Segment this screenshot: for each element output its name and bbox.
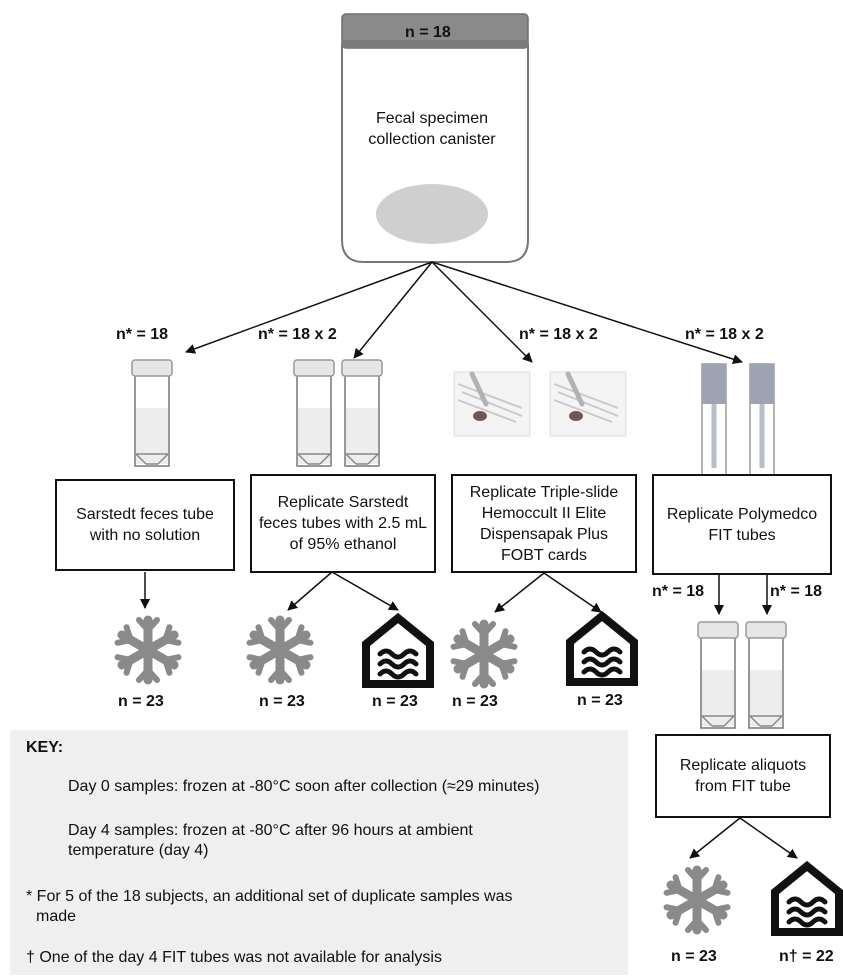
canister-branch-arrows [185, 261, 743, 364]
outcome-count: n = 23 [577, 692, 623, 709]
canister-label: Fecal specimen collection canister [368, 110, 496, 148]
fit-tubes-box: Replicate Polymedco FIT tubes [652, 474, 832, 575]
sarstedt-tube-illustration [131, 359, 173, 467]
sarstedt-ethanol-box: Replicate Sarstedt feces tubes with 2.5 … [250, 474, 436, 573]
sarstedt-no-solution-box: Sarstedt feces tube with no solution [55, 479, 235, 571]
fit-sub-count-right: n* = 18 [770, 583, 823, 600]
fobt-cards-box: Replicate Triple-slide Hemoccult II Elit… [451, 474, 637, 573]
snowflake-icon [667, 870, 728, 930]
aliquot-tubes-illustration [697, 621, 787, 729]
specimen-sample [376, 184, 488, 244]
outcome-count: n = 23 [118, 693, 164, 710]
house-waves-icon [570, 616, 634, 682]
key-title: KEY: [26, 739, 64, 756]
snowflake-icon [118, 620, 179, 680]
key-footnote-star: * For 5 of the 18 subjects, an additiona… [26, 888, 513, 905]
canister-count: n = 18 [405, 24, 451, 41]
key-footnote-star-cont: made [36, 908, 77, 925]
branch-3-count: n* = 18 x 2 [519, 326, 598, 343]
key-panel: KEY: Day 0 samples: frozen at -80°C soon… [10, 730, 628, 975]
outcome-count: n† = 22 [779, 948, 834, 965]
branch-4-count: n* = 18 x 2 [685, 326, 764, 343]
outcome-arrows [140, 571, 798, 859]
key-day0-text: Day 0 samples: frozen at -80°C soon afte… [68, 778, 540, 795]
branch-1-count: n* = 18 [116, 326, 169, 343]
outcome-count: n = 23 [452, 693, 498, 710]
house-waves-icon [775, 866, 839, 932]
outcome-count: n = 23 [671, 948, 717, 965]
aliquots-box: Replicate aliquots from FIT tube [655, 734, 831, 818]
key-day4-text-cont: temperature (day 4) [68, 842, 209, 859]
key-footnote-dagger: † One of the day 4 FIT tubes was not ava… [26, 949, 442, 966]
outcome-count: n = 23 [259, 693, 305, 710]
outcome-count: n = 23 [372, 693, 418, 710]
snowflake-icon [454, 624, 515, 684]
fit-tubes-illustration [702, 364, 774, 482]
fit-sub-count-left: n* = 18 [652, 583, 705, 600]
snowflake-icon [250, 620, 311, 680]
collection-canister [341, 13, 529, 263]
branch-2-count: n* = 18 x 2 [258, 326, 337, 343]
key-day4-text: Day 4 samples: frozen at -80°C after 96 … [68, 822, 473, 839]
fobt-cards-illustration [454, 372, 626, 436]
sarstedt-ethanol-tubes-illustration [293, 359, 383, 467]
house-waves-icon [366, 618, 430, 684]
